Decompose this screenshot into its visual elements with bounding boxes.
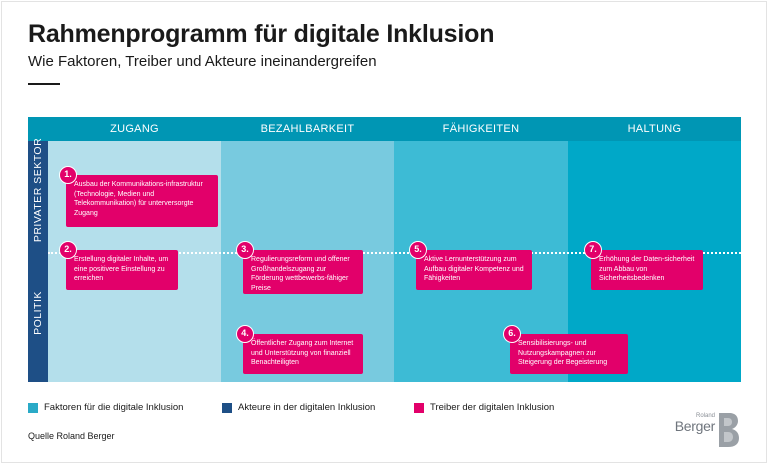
driver-number-4: 4. (236, 325, 254, 343)
column-header-faehigkeiten: FÄHIGKEITEN (442, 123, 520, 135)
page-title: Rahmenprogramm für digitale Inklusion (28, 20, 495, 48)
column-header-bar (28, 117, 741, 141)
column-header-haltung: HALTUNG (627, 123, 682, 135)
legend-swatch-treiber (414, 403, 424, 413)
legend-label-treiber: Treiber der digitalen Inklusion (430, 402, 555, 413)
driver-text-7: Erhöhung der Daten-sicherheit zum Abbau … (599, 256, 695, 283)
column-header-zugang: ZUGANG (110, 123, 159, 135)
driver-number-2: 2. (59, 241, 77, 259)
row-label-politik: POLITIK (32, 291, 44, 335)
driver-number-1: 1. (59, 166, 77, 184)
source-note: Quelle Roland Berger (28, 431, 115, 441)
driver-text-3: Regulierungsreform und offener Großhande… (251, 256, 350, 292)
title-rule (28, 83, 60, 85)
driver-text-4: Öffentlicher Zugang zum Internet und Unt… (251, 340, 354, 367)
legend-label-akteure: Akteure in der digitalen Inklusion (238, 402, 376, 413)
driver-box-2: Erstellung digitaler Inhalte, um eine po… (66, 250, 178, 290)
driver-box-7: Erhöhung der Daten-sicherheit zum Abbau … (591, 250, 703, 290)
page-subtitle: Wie Faktoren, Treiber und Akteure ineina… (28, 53, 377, 70)
row-label-bar (28, 141, 48, 382)
driver-text-5: Aktive Lernunterstützung zum Aufbau digi… (424, 256, 524, 283)
legend-swatch-faktoren (28, 403, 38, 413)
driver-box-1: Ausbau der Kommunikations-infrastruktur … (66, 175, 218, 227)
legend-item-faktoren: Faktoren für die digitale Inklusion (28, 402, 208, 416)
row-label-privater-sektor: PRIVATER SEKTOR (32, 137, 44, 243)
logo-text-small: Roland (695, 413, 715, 419)
driver-box-3: Regulierungsreform und offener Großhande… (243, 250, 363, 294)
roland-berger-logo-text: Roland Berger (665, 413, 716, 434)
driver-box-5: Aktive Lernunterstützung zum Aufbau digi… (416, 250, 532, 290)
driver-number-3: 3. (236, 241, 254, 259)
driver-number-6: 6. (503, 325, 521, 343)
legend-label-faktoren: Faktoren für die digitale Inklusion (44, 402, 184, 413)
logo-text-big: Berger (674, 418, 716, 434)
driver-box-4: Öffentlicher Zugang zum Internet und Unt… (243, 334, 363, 374)
row-divider (48, 252, 741, 254)
driver-number-7: 7. (584, 241, 602, 259)
driver-text-6: Sensibilisierungs- und Nutzungskampagnen… (518, 340, 608, 367)
driver-text-2: Erstellung digitaler Inhalte, um eine po… (74, 256, 169, 283)
legend-item-akteure: Akteure in der digitalen Inklusion (222, 402, 402, 416)
driver-text-1: Ausbau der Kommunikations-infrastruktur … (74, 181, 203, 217)
legend-swatch-akteure (222, 403, 232, 413)
roland-berger-logo-icon (719, 413, 739, 447)
column-header-bezahlbarkeit: BEZAHLBARKEIT (260, 123, 355, 135)
driver-box-6: Sensibilisierungs- und Nutzungskampagnen… (510, 334, 628, 374)
inclusion-diagram: ZUGANG BEZAHLBARKEIT FÄHIGKEITEN HALTUNG… (28, 117, 741, 382)
legend-item-treiber: Treiber der digitalen Inklusion (414, 402, 594, 416)
driver-number-5: 5. (409, 241, 427, 259)
